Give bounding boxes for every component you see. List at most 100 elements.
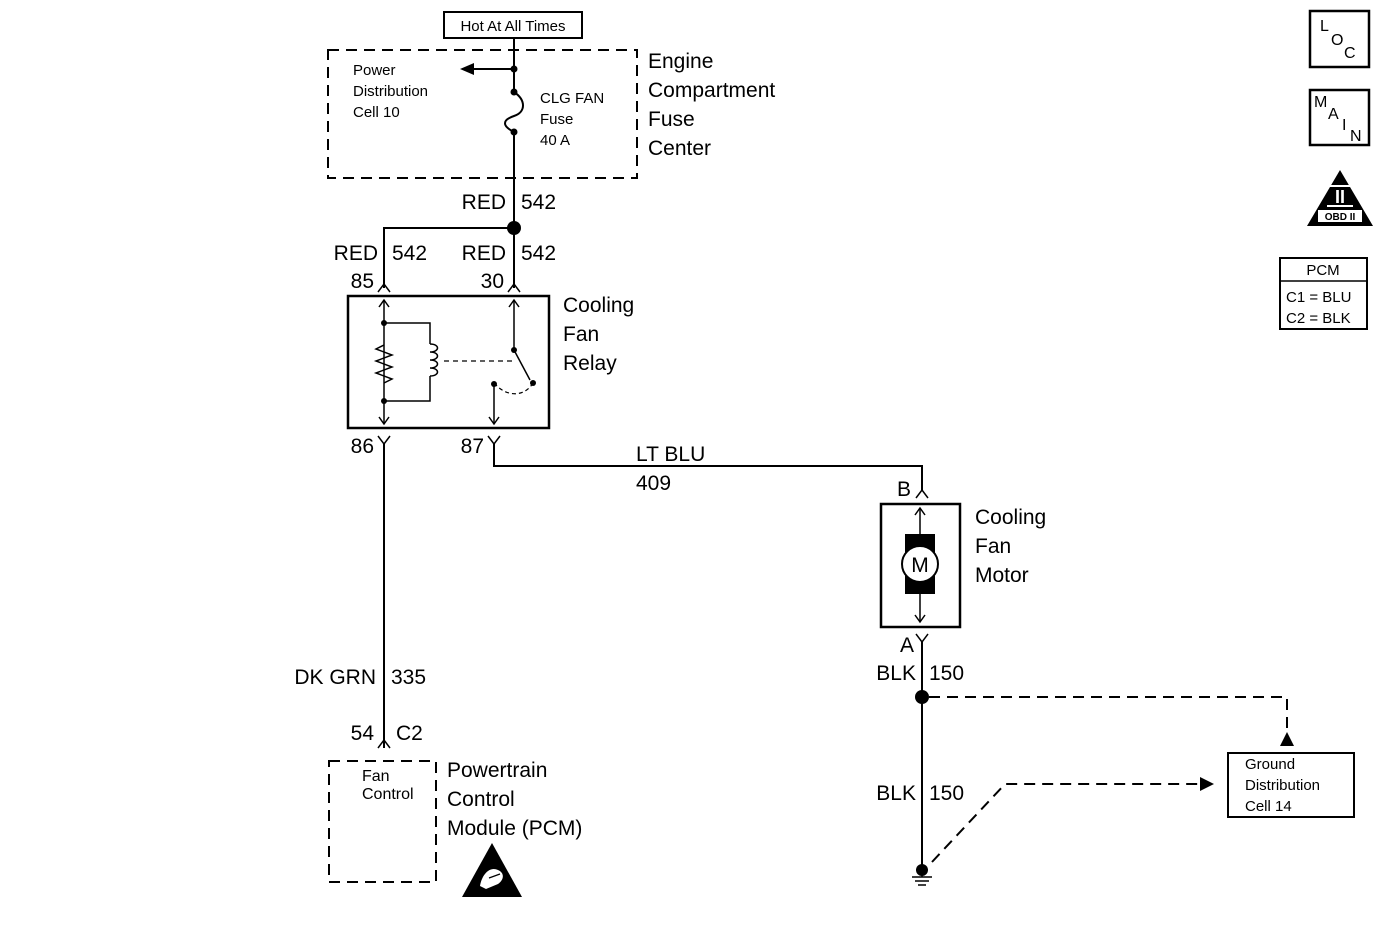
relay-body bbox=[346, 294, 551, 430]
loc-letter-l: L bbox=[1320, 18, 1329, 35]
relay-to-motor-wire bbox=[493, 444, 923, 490]
fuse-label-line-2: Fuse bbox=[540, 111, 573, 128]
hot-at-all-times-label: Hot At All Times bbox=[443, 11, 583, 39]
coil-icon bbox=[429, 343, 439, 377]
power-ref-line-2: Distribution bbox=[353, 83, 428, 100]
fuse-icon bbox=[504, 91, 524, 133]
loc-letter-o: O bbox=[1331, 32, 1343, 49]
relay-coil-bottom-arrow bbox=[378, 416, 390, 426]
ground-distribution-link[interactable]: Ground Distribution Cell 14 bbox=[1227, 752, 1355, 818]
connector-30-icon bbox=[507, 282, 521, 293]
ground-wire-2-color: BLK bbox=[876, 782, 916, 805]
main-letter-i: I bbox=[1342, 117, 1346, 134]
power-ref-line-1: Power bbox=[353, 62, 396, 79]
pcm-title-line-3: Module (PCM) bbox=[447, 817, 582, 840]
fuse-center-title-line-4: Center bbox=[648, 137, 711, 160]
ground-ref-line-3: Cell 14 bbox=[1245, 798, 1292, 815]
motor-pin-a: A bbox=[900, 634, 914, 657]
power-ref-splice bbox=[510, 65, 518, 73]
feed-wire-circuit: 542 bbox=[521, 191, 556, 214]
connector-54-icon bbox=[377, 738, 391, 749]
main-letter-n: N bbox=[1350, 128, 1362, 145]
motor-title-line-3: Motor bbox=[975, 564, 1029, 587]
obd-ii-button[interactable]: II OBD II bbox=[1307, 170, 1373, 226]
main-button-frame bbox=[1308, 88, 1371, 147]
relay-85-wire-color: RED bbox=[334, 242, 378, 265]
pcm-pin-number: 54 bbox=[351, 722, 375, 745]
relay-pin-30: 30 bbox=[481, 270, 504, 293]
motor-icon bbox=[901, 545, 939, 583]
relay-title-line-1: Cooling bbox=[563, 294, 634, 317]
ground-wire-1-circuit: 150 bbox=[929, 662, 964, 685]
relay-coil-top-arrow bbox=[378, 298, 390, 308]
feed-wire-color: RED bbox=[462, 191, 506, 214]
fuse-center: Engine Compartment Fuse Center Power Dis… bbox=[327, 38, 775, 179]
pcm-connector-id: C2 bbox=[396, 722, 423, 745]
ground-wire-2-circuit: 150 bbox=[929, 782, 964, 805]
relay-switch-arrow bbox=[508, 298, 520, 308]
relay-coil-wire-top bbox=[384, 322, 431, 344]
relay-30-wire-color: RED bbox=[462, 242, 506, 265]
cooling-fan-relay: 85 30 Cooling Fan Relay 86 87 bbox=[346, 270, 634, 458]
obd-label: OBD II bbox=[1325, 212, 1356, 223]
obd-roman: II bbox=[1335, 187, 1345, 207]
motor-symbol: M bbox=[911, 554, 929, 577]
motor-title-line-1: Cooling bbox=[975, 506, 1046, 529]
relay-pin-85: 85 bbox=[351, 270, 374, 293]
fuse-center-title-line-3: Fuse bbox=[648, 108, 695, 131]
fuse-center-title-line-2: Compartment bbox=[648, 79, 775, 102]
fuse-center-boundary bbox=[327, 49, 638, 179]
pcm-module: Fan Control Powertrain Control Module (P… bbox=[328, 759, 582, 897]
ground-wire-1-color: BLK bbox=[876, 662, 916, 685]
loc-letter-c: C bbox=[1344, 45, 1356, 62]
motor-pin-b: B bbox=[897, 478, 911, 501]
legend-row-1: C1 = BLU bbox=[1286, 289, 1351, 306]
relay-85-wire-circuit: 542 bbox=[392, 242, 427, 265]
pcm-title-line-1: Powertrain bbox=[447, 759, 547, 782]
ground-icon bbox=[912, 870, 932, 886]
connector-85-icon bbox=[377, 282, 391, 293]
ground-ref-dashed-1 bbox=[929, 696, 1288, 733]
relay-coil-wire-bottom bbox=[384, 376, 431, 402]
power-distribution-link[interactable]: Power Distribution Cell 10 bbox=[353, 62, 428, 121]
motor-top-arrow bbox=[914, 506, 926, 516]
legend-frame bbox=[1279, 257, 1368, 330]
esd-warning-icon bbox=[462, 843, 522, 897]
relay-title-line-2: Fan bbox=[563, 323, 599, 346]
relay-30-wire-circuit: 542 bbox=[521, 242, 556, 265]
pcm-connector-legend: PCM C1 = BLU C2 = BLK bbox=[1279, 257, 1368, 330]
relay-pin-86: 86 bbox=[351, 435, 374, 458]
loc-button-frame bbox=[1308, 9, 1371, 69]
relay-85-wire bbox=[383, 227, 514, 288]
connector-b-icon bbox=[915, 488, 929, 499]
pcm-internal-line-1: Fan bbox=[362, 768, 390, 785]
pcm-boundary bbox=[328, 760, 437, 883]
ground-distribution-box bbox=[1227, 752, 1355, 818]
motor-bottom-arrow bbox=[914, 614, 926, 624]
fuse-center-title-line-1: Engine bbox=[648, 50, 713, 73]
main-button[interactable]: M A I N bbox=[1308, 88, 1371, 147]
relay-87-arrow bbox=[488, 416, 500, 426]
relay-title-line-3: Relay bbox=[563, 352, 617, 375]
relay-to-motor-wire-circuit: 409 bbox=[636, 472, 671, 495]
ground-splice bbox=[915, 690, 929, 704]
resistor-icon bbox=[373, 344, 395, 384]
svg-text:Hot At All Times: Hot At All Times bbox=[460, 18, 565, 35]
ground-ref-line-1: Ground bbox=[1245, 756, 1295, 773]
legend-title: PCM bbox=[1306, 262, 1339, 279]
cooling-fan-motor: B M Cooling Fan Motor A bbox=[879, 478, 1046, 657]
relay-switch-travel bbox=[495, 382, 534, 395]
connector-87-icon bbox=[487, 435, 501, 446]
pcm-internal-line-2: Control bbox=[362, 786, 414, 803]
main-letter-a: A bbox=[1328, 106, 1339, 123]
fuse-label-line-3: 40 A bbox=[540, 132, 570, 149]
relay-pin-87: 87 bbox=[461, 435, 484, 458]
relay-to-motor-wire-color: LT BLU bbox=[636, 443, 705, 466]
loc-button[interactable]: L O C bbox=[1308, 9, 1371, 69]
main-letter-m: M bbox=[1314, 94, 1327, 111]
power-ref-arrow-icon bbox=[460, 63, 474, 75]
ground-ref-line-2: Distribution bbox=[1245, 777, 1320, 794]
relay-to-pcm-wire-circuit: 335 bbox=[391, 666, 426, 689]
motor-title-line-2: Fan bbox=[975, 535, 1011, 558]
